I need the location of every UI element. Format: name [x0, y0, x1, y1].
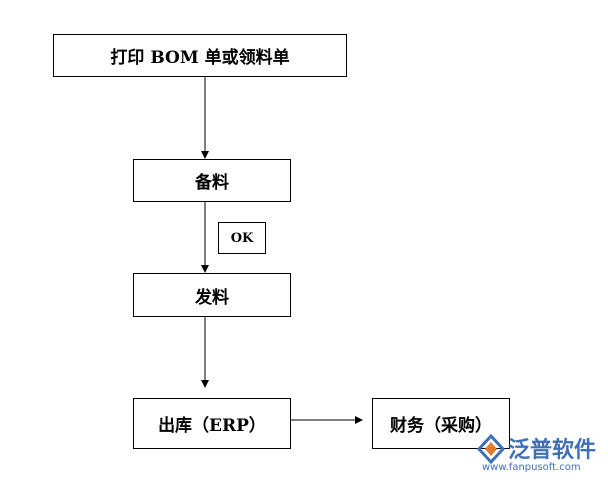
step-outbound: 出库（ERP） — [133, 398, 291, 449]
step-prepare-label: 备料 — [195, 173, 229, 193]
watermark: 泛普软件 www.fanpusoft.com — [476, 432, 606, 478]
brand-logo-icon — [476, 434, 506, 464]
step-finance: 财务（采购） — [372, 398, 510, 449]
step-print-bom-label: 打印 BOM 单或领料单 — [110, 48, 290, 68]
step-prepare: 备料 — [133, 159, 291, 202]
step-outbound-label: 出库（ERP） — [158, 416, 266, 436]
step-print-bom: 打印 BOM 单或领料单 — [53, 34, 347, 77]
step-issue: 发料 — [133, 273, 291, 317]
ok-note-label: OK — [230, 230, 254, 246]
watermark-brand: 泛普软件 — [508, 438, 597, 463]
watermark-url: www.fanpusoft.com — [482, 462, 581, 473]
ok-note: OK — [218, 222, 266, 254]
step-finance-label: 财务（采购） — [390, 416, 492, 436]
step-issue-label: 发料 — [195, 287, 229, 308]
